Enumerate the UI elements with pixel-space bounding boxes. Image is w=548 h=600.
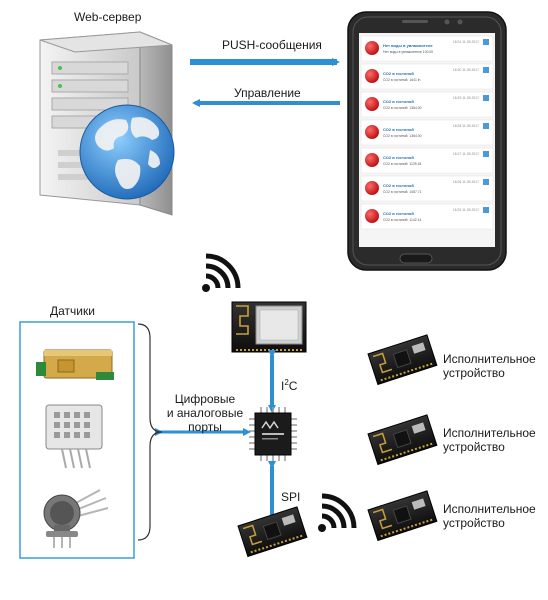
push-label: PUSH-сообщения — [222, 38, 322, 52]
notification-card — [360, 119, 494, 146]
notification-text: СО2 в гостиной: 1087.71 — [383, 190, 422, 194]
notification-title: СО2 в гостиной — [383, 155, 414, 160]
notification-title: СО2 в гостиной — [383, 211, 414, 216]
spi-label: SPI — [281, 490, 301, 504]
actuator-label-line2: устройство — [443, 366, 505, 380]
gas-sensor-icon — [36, 349, 114, 380]
actuator-label-line2: устройство — [443, 440, 505, 454]
actuator-label: Исполнительное устройство — [443, 426, 536, 454]
notification-text: СО2 в гостиной: 1139.18 — [383, 162, 421, 166]
notification-text: СО2 в гостиной: 1142.14 — [383, 218, 421, 222]
alert-icon — [365, 97, 379, 111]
notification-time: 15:31 11.05.2017 — [453, 40, 479, 44]
checkbox-icon[interactable] — [483, 39, 489, 45]
alert-icon — [365, 69, 379, 83]
radio-module-icon — [237, 506, 308, 558]
wifi-module-icon — [231, 301, 307, 353]
notification-text: СО2 в гостиной: 1364.00 — [383, 134, 422, 138]
alert-icon — [365, 209, 379, 223]
radio-module-icon — [367, 414, 438, 466]
actuator-label: Исполнительное устройство — [443, 352, 536, 380]
notification-card — [360, 91, 494, 118]
alert-icon — [365, 181, 379, 195]
notification-title: Нет воды в увлажнителе — [383, 43, 433, 48]
microcontroller-chip-icon — [249, 407, 297, 461]
radio-module-icon — [367, 490, 438, 542]
control-label: Управление — [234, 86, 301, 100]
checkbox-icon[interactable] — [483, 67, 489, 73]
checkbox-icon[interactable] — [483, 95, 489, 101]
actuator-label-line1: Исполнительное — [443, 426, 536, 440]
i2c-label-sup: 2 — [284, 378, 289, 387]
actuator-label: Исполнительное устройство — [443, 502, 536, 530]
alert-icon — [365, 41, 379, 55]
wifi-icon — [318, 493, 357, 532]
notification-time: 15:25 11.05.2017 — [453, 208, 479, 212]
notification-time: 15:26 11.05.2017 — [453, 180, 479, 184]
checkbox-icon[interactable] — [483, 207, 489, 213]
notification-text: Нет воды в увлажнителе 100.00 — [383, 50, 433, 54]
i2c-label: I2C — [281, 376, 297, 393]
ports-label: Цифровые и аналоговые порты — [160, 392, 250, 434]
i2c-label-prefix: I — [281, 379, 285, 393]
alert-icon — [365, 125, 379, 139]
co-sensor-icon — [43, 489, 109, 548]
notification-title: СО2 в гостиной — [383, 99, 414, 104]
actuator-label-line2: устройство — [443, 516, 505, 530]
notification-text: СО2 в гостиной: 1364.00 — [383, 106, 422, 110]
notification-card — [360, 63, 494, 90]
checkbox-icon[interactable] — [483, 151, 489, 157]
checkbox-icon[interactable] — [483, 123, 489, 129]
ports-label-line3: порты — [188, 420, 222, 434]
checkbox-icon[interactable] — [483, 179, 489, 185]
ports-label-line1: Цифровые — [174, 392, 236, 406]
notification-card — [360, 147, 494, 174]
globe-icon — [79, 104, 175, 200]
radio-module-icon — [367, 334, 438, 386]
notification-title: СО2 в гостиной — [383, 71, 414, 76]
notification-card — [360, 203, 494, 230]
humidity-sensor-icon — [45, 404, 103, 469]
notification-text: СО2 в гостиной: 1641 ln — [383, 78, 421, 82]
web-server-label: Web-сервер — [74, 10, 142, 24]
notification-time: 15:28 11.05.2017 — [453, 124, 479, 128]
sensors-brace — [137, 323, 163, 541]
sensors-frame — [19, 321, 135, 559]
ports-label-line2: и аналоговые — [166, 406, 244, 420]
notification-time: 15:29 11.05.2017 — [453, 96, 479, 100]
actuator-label-line1: Исполнительное — [443, 352, 536, 366]
notification-card — [360, 35, 494, 62]
notification-time: 15:27 11.05.2017 — [453, 152, 479, 156]
wifi-icon — [202, 253, 241, 292]
sensors-label: Датчики — [50, 304, 95, 318]
notification-title: СО2 в гостиной — [383, 127, 414, 132]
notification-time: 15:30 11.05.2017 — [453, 68, 479, 72]
alert-icon — [365, 153, 379, 167]
actuator-label-line1: Исполнительное — [443, 502, 536, 516]
notification-title: СО2 в гостиной — [383, 183, 414, 188]
i2c-label-suffix: C — [288, 379, 298, 393]
notification-card — [360, 175, 494, 202]
